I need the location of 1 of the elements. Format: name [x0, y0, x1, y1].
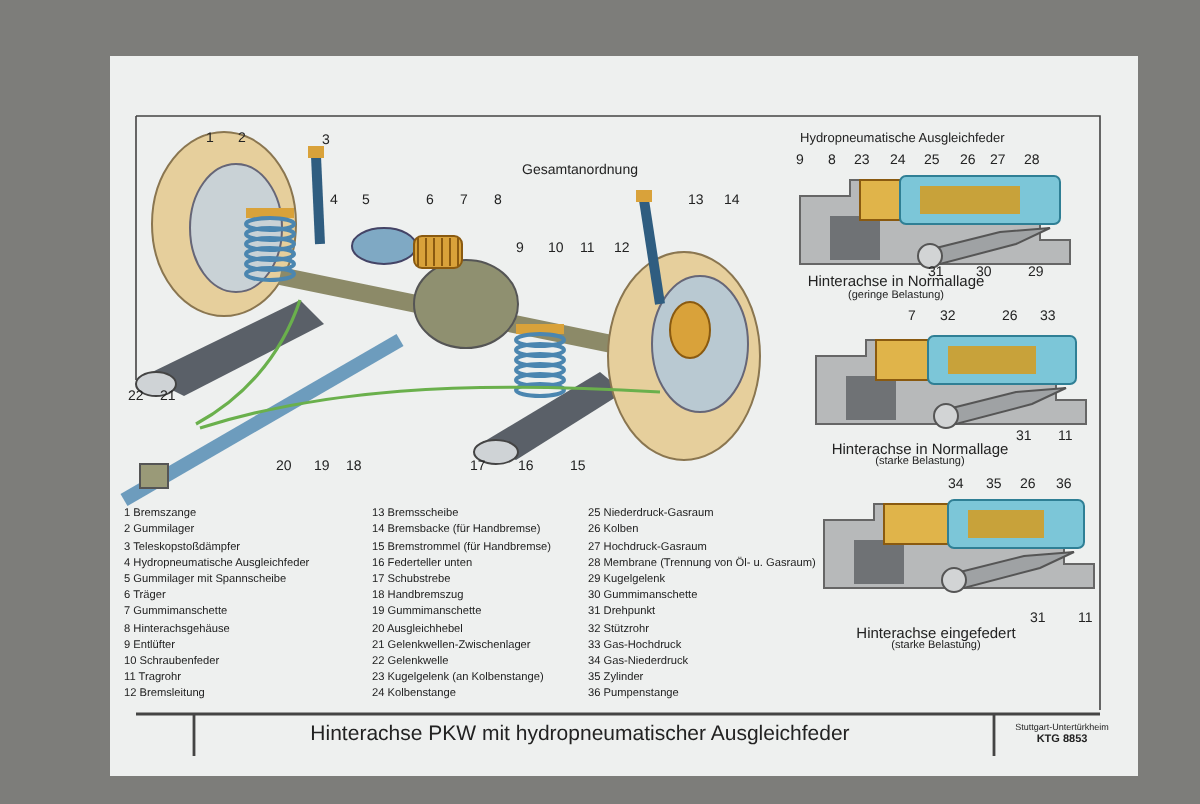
caption-text: Hinterachse PKW mit hydropneumatischer Ausgleichfeder: [310, 723, 850, 745]
